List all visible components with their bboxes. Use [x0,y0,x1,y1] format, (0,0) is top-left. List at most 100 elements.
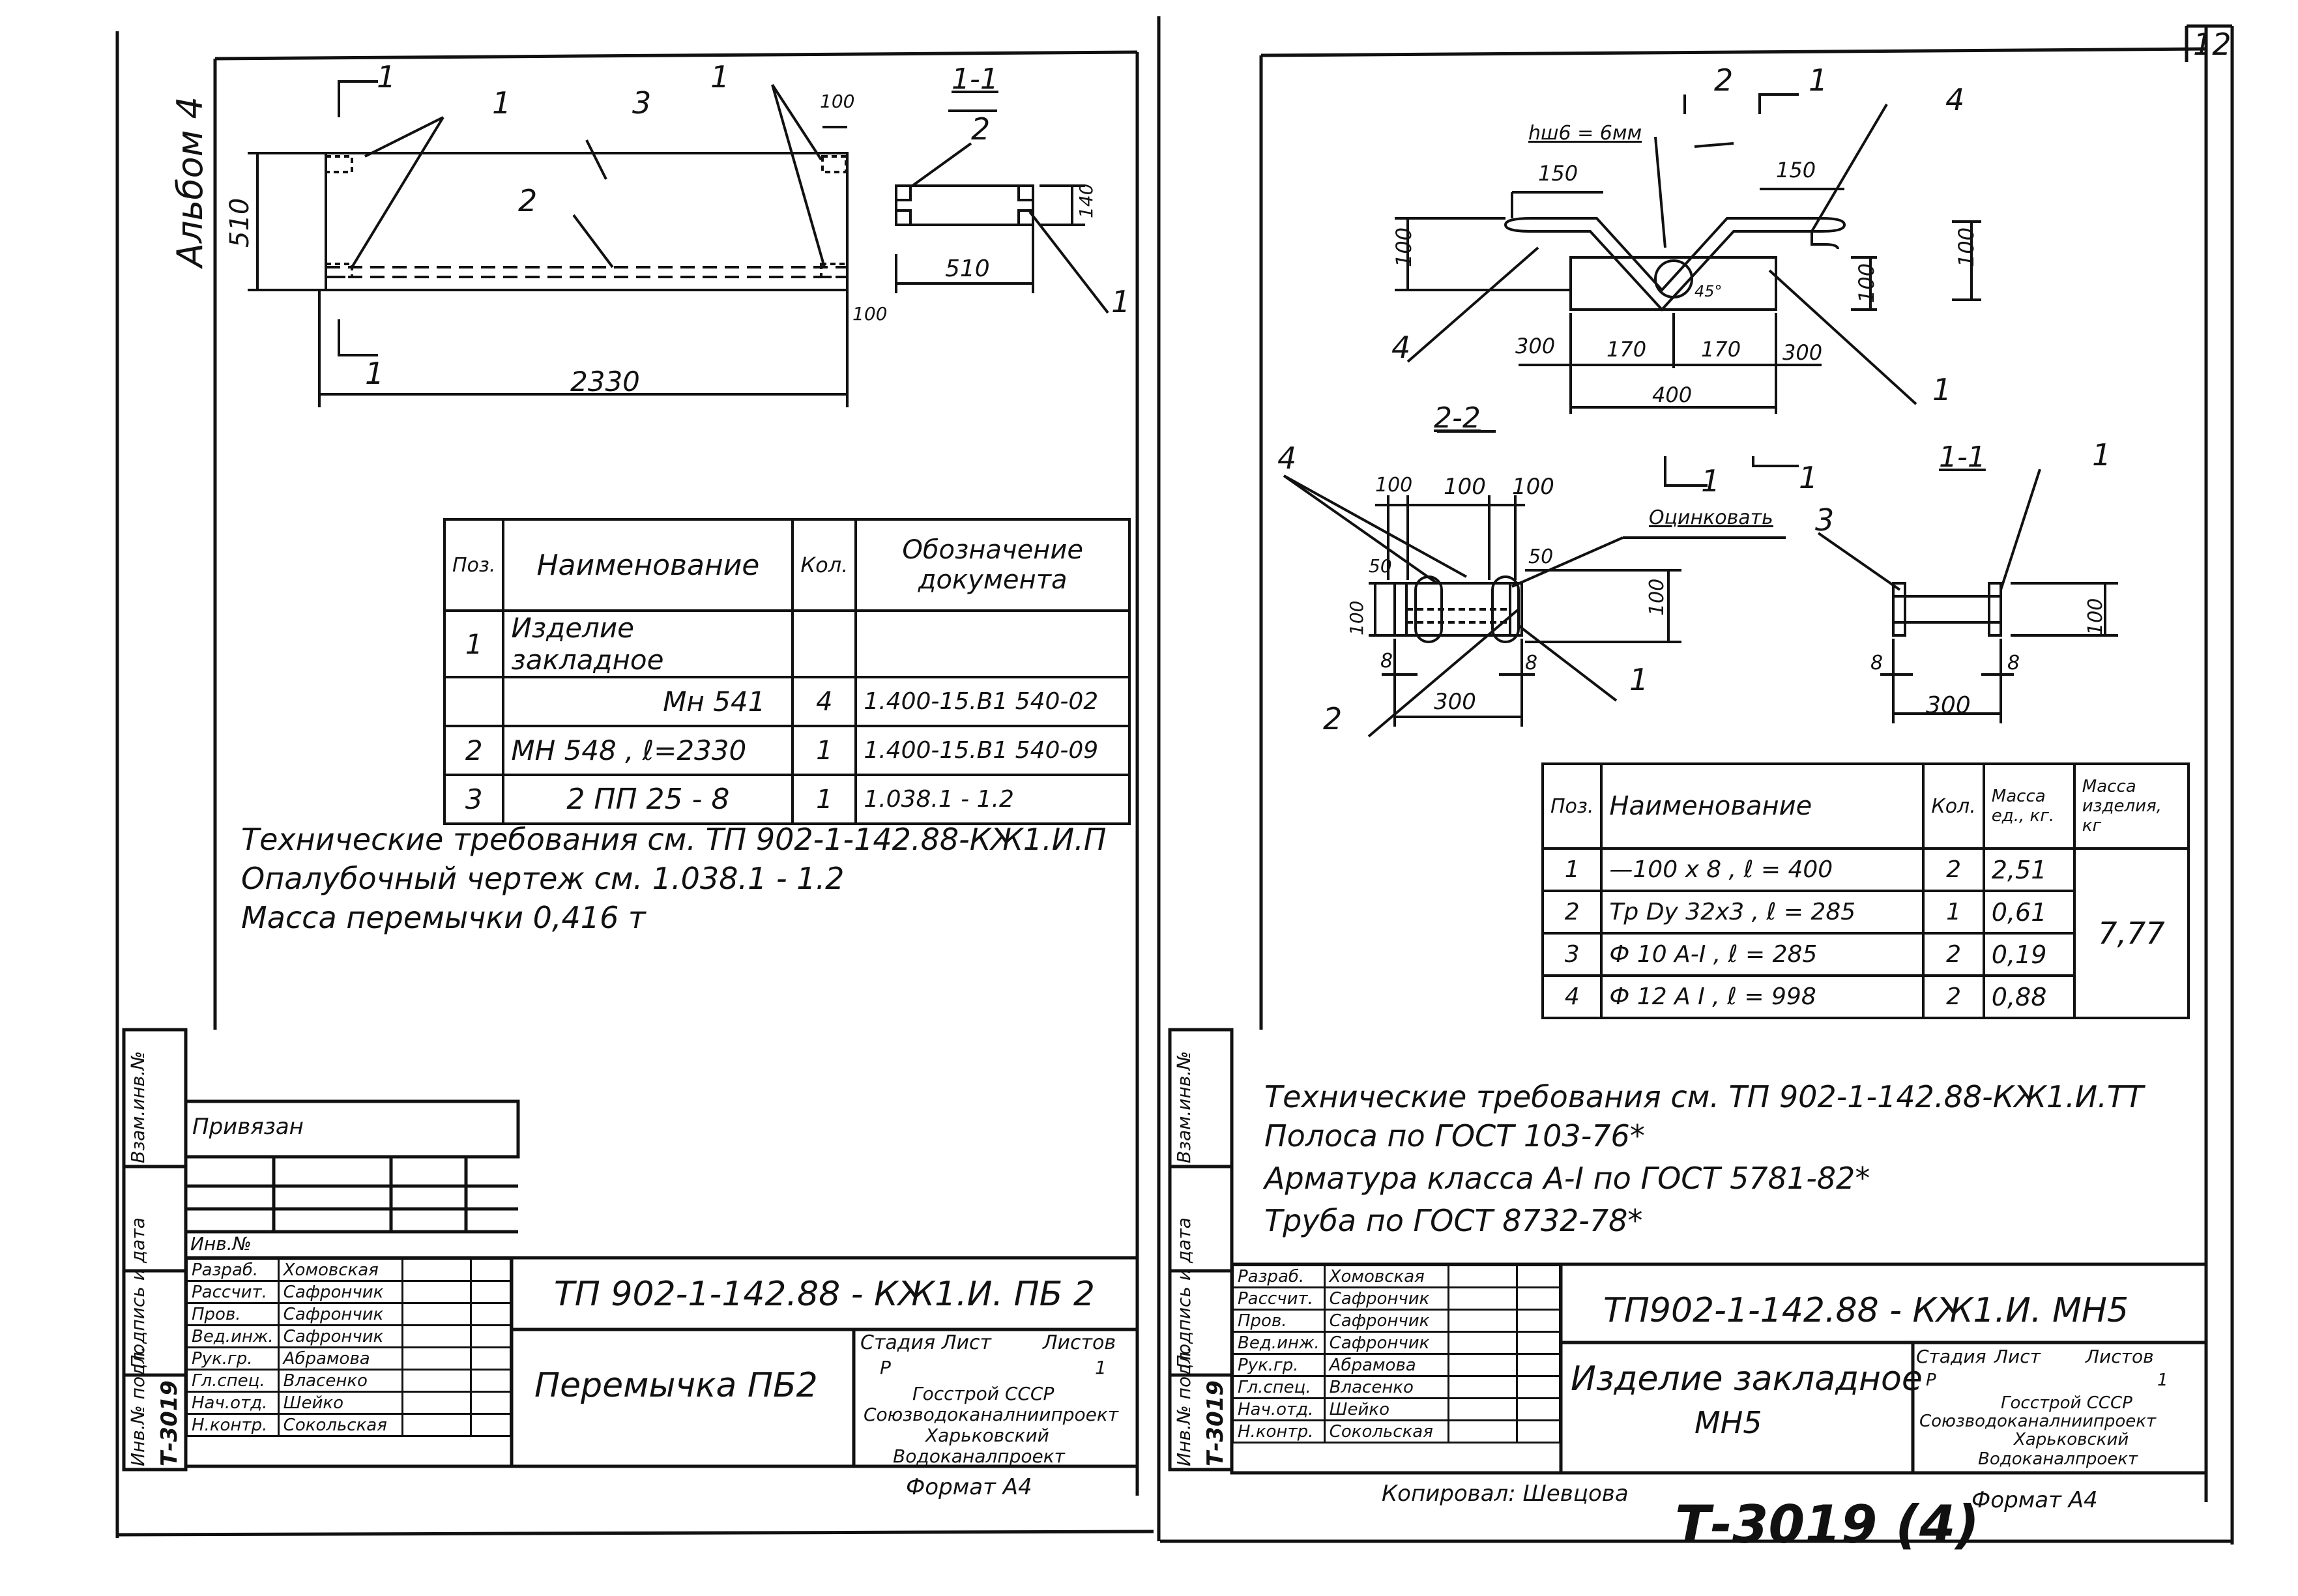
dim-label: 50 [1528,545,1554,568]
pos-label: 4 [1391,330,1411,365]
table-row: Вед.инж.Сафрончик [1232,1331,1562,1355]
cut-label: 2 [1714,63,1734,98]
table-row: 1 Изделие закладное [443,609,1131,678]
dim-label: 8 [1525,652,1538,675]
cut-label: 1 [1701,463,1721,499]
spec-header: Масса ед., кг. [1982,762,2076,850]
drawing-code: ТП 902-1-142.88 - КЖ1.И. ПБ 2 [554,1275,1095,1314]
stage-header: Лист [942,1331,992,1354]
dim-label: 100 [820,91,855,112]
total-mass: 7,77 [2073,847,2190,1019]
org-line: Водоканалпроект [1978,1449,2138,1469]
dim-label: 100 [1646,578,1668,616]
table-row: Пров.Сафрончик [1232,1309,1562,1333]
dim-label: 100 [1391,227,1416,267]
left-staff-table: Разраб.Хомовская Рассчит.Сафрончик Пров.… [186,1258,512,1437]
dim-label: 100 [1375,474,1413,497]
privyazan-label: Привязан [192,1114,304,1140]
dim-label: 100 [1444,474,1486,500]
note-line: Технические требования см. ТП 902-1-142.… [1264,1079,2144,1114]
table-row: Гл.спец.Власенко [186,1369,512,1393]
table-row: Рассчит.Сафрончик [1232,1286,1562,1311]
cut-label-bottom: 1 [365,356,385,391]
pos-label: 1 [1629,662,1649,697]
spec-header: Масса изделия, кг [2073,762,2190,850]
dim-label: 100 [1512,474,1554,500]
table-row: 3 Ф 10 А-I , ℓ = 285 2 0,19 [1541,932,2189,977]
archive-stamp: Т-3019 (4) [1675,1494,1980,1555]
page-number: 12 [2193,27,2232,62]
note-line: Труба по ГОСТ 8732-78* [1264,1203,1643,1238]
table-row: Мн 541 4 1.400-15.В1 540-02 [443,676,1131,727]
archive-number: Т-3019 [156,1380,182,1466]
table-row: 4 Ф 12 А I , ℓ = 998 2 0,88 [1541,974,2189,1019]
pos-label: 2 [518,183,538,218]
table-row: Разраб.Хомовская [186,1258,512,1282]
spec-header: Поз. [1541,762,1603,850]
org-line: Харьковский [2014,1430,2129,1449]
table-row: Н.контр.Сокольская [1232,1419,1562,1444]
spec-header: Кол. [1922,762,1985,850]
cut-label: 1 [1799,460,1818,495]
dim-label: 300 [1434,689,1476,715]
dim-label: 510 [945,255,990,282]
dim-label: 100 [1954,227,1979,267]
note-line: Полоса по ГОСТ 103-76* [1264,1118,1645,1153]
spec-header: Наименование [1600,762,1925,850]
note-line: Масса перемычки 0,416 т [241,900,646,935]
table-row: Нач.отд.Шейко [186,1391,512,1415]
table-row: Вед.инж.Сафрончик [186,1324,512,1348]
pos-label: 3 [1815,502,1835,538]
section-title: 1-1 [952,63,998,96]
cut-label-top: 1 [377,59,396,94]
table-row: Пров.Сафрончик [186,1302,512,1326]
pos-label: 1 [2092,437,2112,472]
pos-label: 1 [492,85,512,121]
dim-label: 8 [2007,652,2020,675]
section-title: 1-1 [1939,441,1986,474]
dim-label: 100 [1346,600,1367,635]
table-row: 1 —100 x 8 , ℓ = 400 2 2,51 7,77 [1541,847,2190,1019]
spec-header: Поз. [443,518,505,612]
table-row: Нач.отд.Шейко [1232,1397,1562,1421]
right-spec-table: Поз. Наименование Кол. Масса ед., кг. Ма… [1541,762,2190,1019]
pos-label: 1 [1111,284,1131,319]
note-line: Арматура класса А-I по ГОСТ 5781-82* [1264,1161,1870,1196]
format-label: Формат А4 [1971,1487,2098,1513]
angle-label: 45° [1694,282,1723,300]
table-row: Рук.гр.Абрамова [186,1346,512,1371]
dim-label: 100 [2084,598,2107,635]
weld-label: hш6 = 6мм [1528,122,1642,145]
inv-label: Инв.№ [190,1233,252,1255]
stage-header: Стадия [1916,1346,1986,1367]
section-title: 2-2 [1434,401,1481,435]
dim-label: 150 [1776,158,1816,182]
format-label: Формат А4 [906,1474,1032,1500]
org-line: Харьковский [925,1425,1049,1446]
table-row: 3 2 ПП 25 - 8 1 1.038.1 - 1.2 [443,774,1131,825]
pos-label: 4 [1945,82,1965,117]
copied-by: Копировал: Шевцова [1382,1481,1629,1507]
org-line: Союзводоканалниипроект [864,1404,1119,1425]
pos-label: 4 [1277,441,1297,476]
pos-label: 1 [710,59,730,94]
cut-label: 1 [1809,63,1828,98]
left-spec-table: Поз. Наименование Кол. Обозначение докум… [443,518,1131,825]
table-row: Разраб.Хомовская [1232,1264,1562,1288]
drawing-title: МН5 [1694,1405,1762,1440]
table-row: 2 Тр Dy 32x3 , ℓ = 285 1 0,61 [1541,890,2189,935]
stage-value: Р [880,1357,891,1378]
pos-label: 1 [1932,372,1952,407]
side-label: Инв.№ подл. [127,1346,149,1466]
dim-label: 50 [1369,555,1392,577]
dim-label: 100 [852,303,888,325]
dim-label: 140 [1075,183,1097,218]
note-line: Технические требования см. ТП 902-1-142.… [241,822,1107,857]
side-label: Взам.инв.№ [127,1051,149,1163]
stage-header: Стадия [860,1331,936,1354]
dim-label: 150 [1538,161,1578,186]
zinc-note: Оцинковать [1649,506,1773,529]
table-row: 2 МН 548 , ℓ=2330 1 1.400-15.В1 540-09 [443,725,1131,776]
org-line: Союзводоканалниипроект [1919,1412,2157,1431]
